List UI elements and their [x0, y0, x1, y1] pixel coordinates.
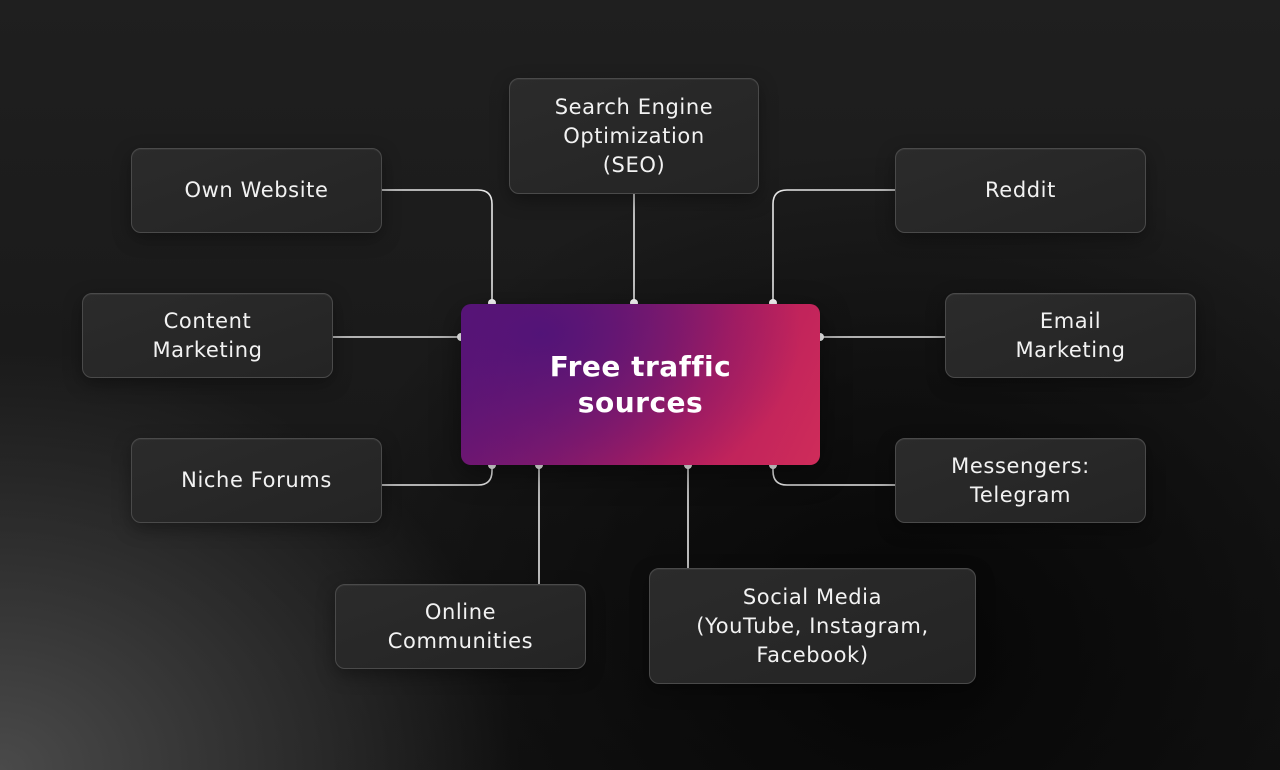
- center-node: Free traffic sources: [461, 304, 820, 465]
- connector-reddit: [772, 189, 896, 304]
- node-social-media: Social Media (YouTube, Instagram, Facebo…: [649, 568, 976, 684]
- node-reddit: Reddit: [895, 148, 1146, 233]
- node-messengers: Messengers: Telegram: [895, 438, 1146, 523]
- connector-niche-forums: [381, 464, 493, 486]
- node-content-marketing: Content Marketing: [82, 293, 333, 378]
- connector-own-website: [381, 189, 493, 304]
- node-own-website: Own Website: [131, 148, 382, 233]
- node-email-marketing: Email Marketing: [945, 293, 1196, 378]
- node-seo: Search Engine Optimization (SEO): [509, 78, 759, 194]
- connector-messengers: [772, 464, 896, 486]
- node-niche-forums: Niche Forums: [131, 438, 382, 523]
- node-online-communities: Online Communities: [335, 584, 586, 669]
